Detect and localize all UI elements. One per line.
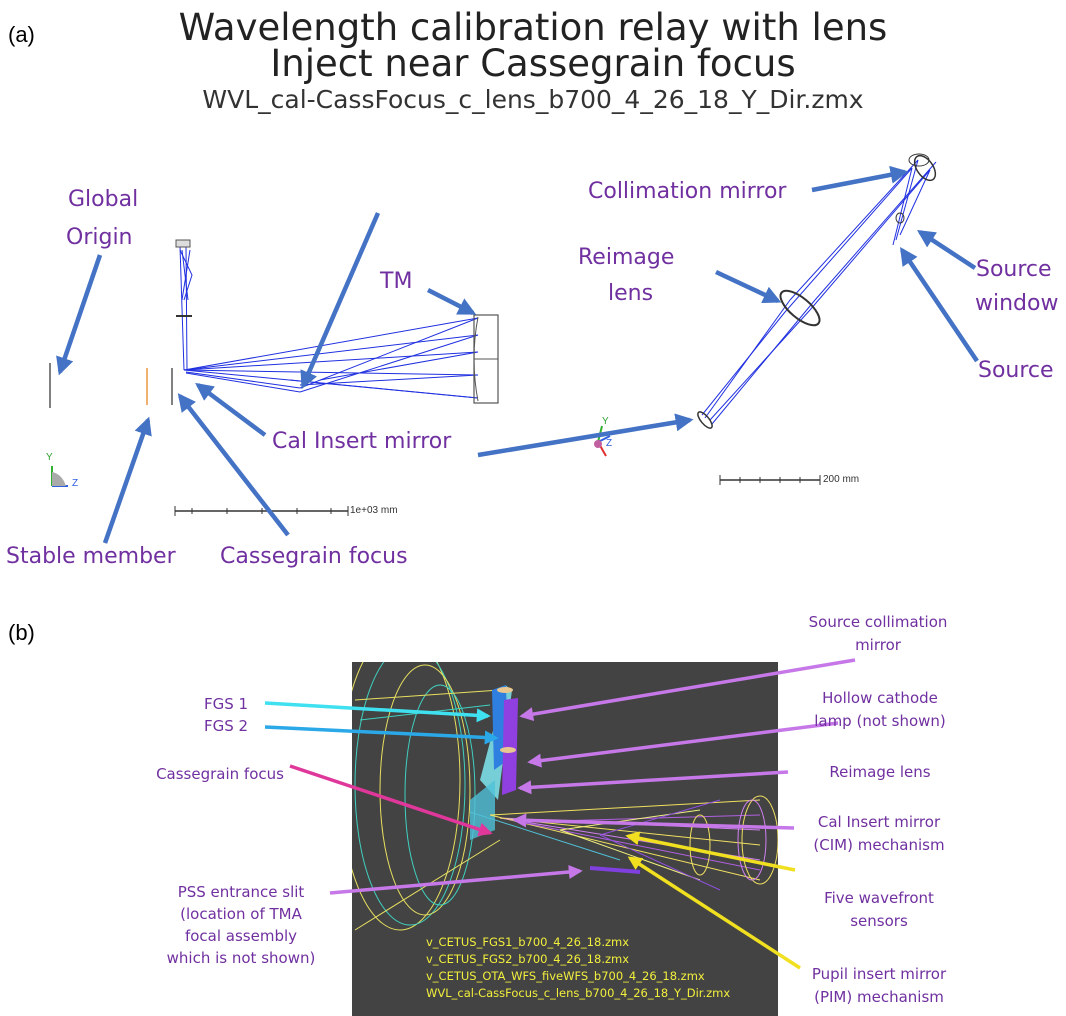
right-layout — [594, 153, 937, 485]
arrow-source-collimation — [519, 658, 856, 722]
file-name-3: v_CETUS_OTA_WFS_fiveWFS_b700_4_26_18.zmx — [426, 969, 705, 983]
arrow-reimage-lens — [715, 269, 782, 304]
label-five-wfs-1: Five wavefront — [824, 889, 934, 907]
label-reimage-lens-b: Reimage lens — [829, 763, 931, 781]
label-reimage: Reimage — [578, 245, 675, 270]
scalebar-right-label: 200 mm — [823, 474, 860, 485]
arrow-hollow-cathode — [527, 721, 839, 768]
tm-rays — [183, 317, 479, 399]
arrow-global-origin — [56, 254, 103, 376]
collimation-mirror-element — [913, 154, 937, 182]
label-pim-2: (PIM) mechanism — [814, 988, 944, 1006]
arrow-fgs2 — [264, 725, 499, 745]
axis-triad-left — [51, 466, 68, 487]
arrow-pim — [627, 856, 801, 970]
label-hollow-2: lamp (not shown) — [814, 712, 946, 730]
label-hollow-1: Hollow cathode — [822, 689, 938, 707]
arrow-reimage-lens-b — [517, 770, 789, 795]
label-pim-1: Pupil insert mirror — [811, 965, 947, 983]
diagram-subtitle: Inject near Cassegrain focus — [270, 42, 796, 85]
label-tm: TM — [380, 269, 413, 294]
left-layout — [49, 239, 499, 516]
right-rings — [689, 795, 778, 885]
scalebar-left — [174, 506, 349, 516]
file-name-4: WVL_cal-CassFocus_c_lens_b700_4_26_18_Y_… — [426, 986, 731, 1000]
label-cal-insert-mirror: Cal Insert mirror — [272, 429, 452, 454]
axis-y-right: Y — [602, 416, 609, 427]
arrow-tm — [426, 287, 477, 316]
label-pss-1: PSS entrance slit — [177, 883, 305, 901]
label-cim-2: (CIM) mechanism — [813, 836, 945, 854]
axis-triad-right — [594, 425, 611, 457]
label-fgs1: FGS 1 — [203, 695, 249, 713]
label-fgs2: FGS 2 — [203, 717, 249, 735]
diagram-title: Wavelength calibration relay with lens — [178, 6, 888, 49]
label-global: Global — [68, 187, 139, 212]
label-lens: lens — [608, 281, 654, 306]
arrow-cal-insert-left — [195, 382, 267, 437]
arrow-pss-slit — [329, 865, 583, 895]
arrow-stable-member — [102, 416, 152, 544]
panel-a-arrows — [56, 165, 979, 544]
label-cim-1: Cal Insert mirror — [817, 813, 941, 831]
arrow-fgs1 — [264, 701, 491, 723]
reimage-lens-element — [779, 289, 821, 327]
label-stable-member: Stable member — [6, 544, 176, 569]
axis-z-left: Z — [72, 478, 79, 489]
arrow-source — [899, 247, 979, 363]
arrow-top-ray — [300, 212, 381, 390]
source-window-element — [895, 212, 905, 224]
file-name-1: v_CETUS_FGS1_b700_4_26_18.zmx — [426, 935, 630, 949]
arrow-five-wfs — [625, 831, 796, 872]
right-rays — [701, 159, 937, 425]
arrow-collimation-mirror — [811, 165, 909, 193]
label-pss-3: focal assembly — [184, 927, 298, 945]
label-source-window-2: window — [975, 291, 1059, 316]
label-source-window-1: Source — [976, 257, 1052, 282]
label-cassegrain-focus-b: Cassegrain focus — [156, 765, 284, 783]
label-source-collimation-1: Source collimation — [808, 613, 948, 631]
panel-a-label: (a) — [8, 22, 35, 47]
arrow-cal-insert-right — [477, 413, 694, 458]
label-source: Source — [978, 358, 1054, 383]
arrow-cassegrain-focus — [177, 393, 290, 537]
arrow-source-window — [916, 230, 977, 270]
label-pss-2: (location of TMA — [180, 905, 302, 923]
panel-b-label: (b) — [8, 620, 35, 645]
label-five-wfs-2: sensors — [850, 912, 908, 930]
label-origin: Origin — [66, 225, 133, 250]
panel-b-arrows — [264, 658, 856, 970]
label-collimation-mirror: Collimation mirror — [588, 179, 787, 204]
label-cassegrain-focus-a: Cassegrain focus — [220, 544, 408, 569]
arrow-cassegrain-focus-b — [289, 764, 493, 837]
axis-z-right: Z — [606, 438, 613, 449]
cal-insert-element — [697, 411, 713, 429]
arrow-cim — [512, 813, 795, 830]
panel-a-drawing — [49, 153, 979, 544]
label-pss-4: which is not shown) — [166, 949, 316, 967]
axis-y-left: Y — [46, 452, 53, 463]
label-source-collimation-2: mirror — [855, 636, 901, 654]
relay-rays — [179, 245, 193, 371]
scalebar-right — [719, 475, 821, 485]
diagram-filename: WVL_cal-CassFocus_c_lens_b700_4_26_18_Y_… — [202, 85, 864, 114]
file-name-2: v_CETUS_FGS2_b700_4_26_18.zmx — [426, 952, 630, 966]
relay-top-element — [175, 239, 191, 248]
scalebar-left-label: 1e+03 mm — [350, 505, 398, 516]
